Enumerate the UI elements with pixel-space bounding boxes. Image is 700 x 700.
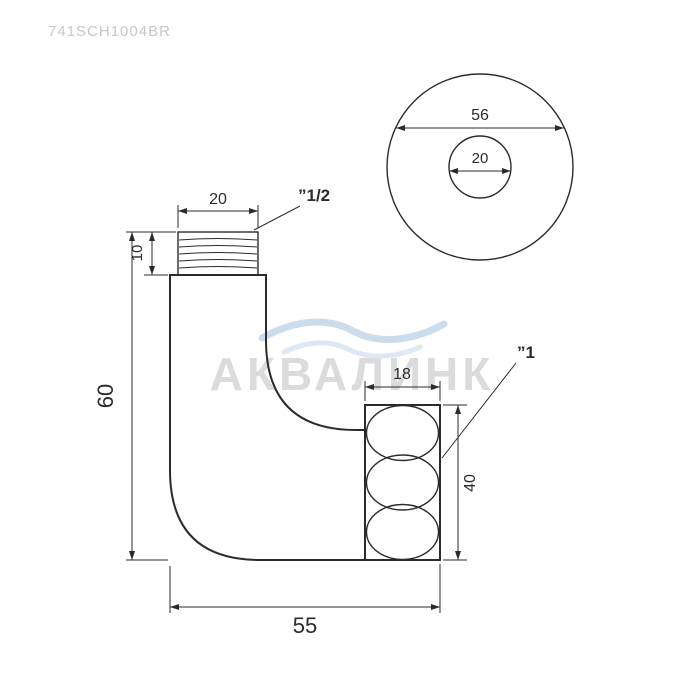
- dim-outer-diameter: 56: [396, 107, 564, 131]
- thread-line: [178, 259, 258, 262]
- watermark-text: АКВАЛИНК: [210, 348, 495, 400]
- thread-size-text: ”1/2: [298, 186, 330, 205]
- dimensions: 20 ”1/2 10 60: [93, 186, 535, 638]
- top-view: 56 20: [386, 73, 574, 261]
- dim-nut-height: 40: [443, 404, 479, 561]
- nut-facet: [365, 404, 440, 462]
- watermark: АКВАЛИНК: [210, 318, 495, 400]
- part-number: 741SCH1004BR: [48, 23, 171, 40]
- thread: [177, 231, 259, 276]
- inner-circle: [448, 135, 512, 199]
- nut-facet: [365, 454, 440, 511]
- thread-line: [178, 245, 258, 248]
- dim-label-outer-diameter: 56: [471, 107, 489, 124]
- dim-label-thread-width: 20: [209, 191, 227, 208]
- dim-label-nut-width: 18: [393, 366, 411, 383]
- wave-icon: [281, 340, 423, 359]
- dim-inner-diameter: 20: [449, 150, 511, 174]
- dim-label-inner-diameter: 20: [472, 150, 489, 167]
- nut: [364, 404, 441, 561]
- label-nut-size: ”1: [441, 343, 535, 459]
- dim-label-overall-height: 60: [93, 384, 118, 408]
- thread-line: [178, 266, 258, 269]
- label-thread-size: ”1/2: [253, 186, 330, 231]
- dim-label-overall-width: 55: [293, 613, 317, 638]
- elbow-body-fill: [170, 275, 365, 560]
- front-view: [169, 231, 441, 561]
- wave-icon: [258, 318, 448, 343]
- dim-overall-height: 60: [93, 231, 176, 561]
- nut-facet: [365, 503, 440, 561]
- thread-line: [178, 238, 258, 241]
- nut-outline: [364, 404, 441, 561]
- dim-nut-width: 18: [364, 366, 441, 401]
- dim-label-nut-height: 40: [462, 474, 479, 492]
- outer-circle: [386, 73, 574, 261]
- nut-size-text: ”1: [517, 343, 535, 362]
- thread-outline: [177, 231, 259, 276]
- thread-line: [178, 252, 258, 255]
- dim-overall-width: 55: [169, 564, 441, 638]
- dim-thread-height: 10: [129, 232, 168, 276]
- dim-thread-width: 20: [177, 191, 259, 228]
